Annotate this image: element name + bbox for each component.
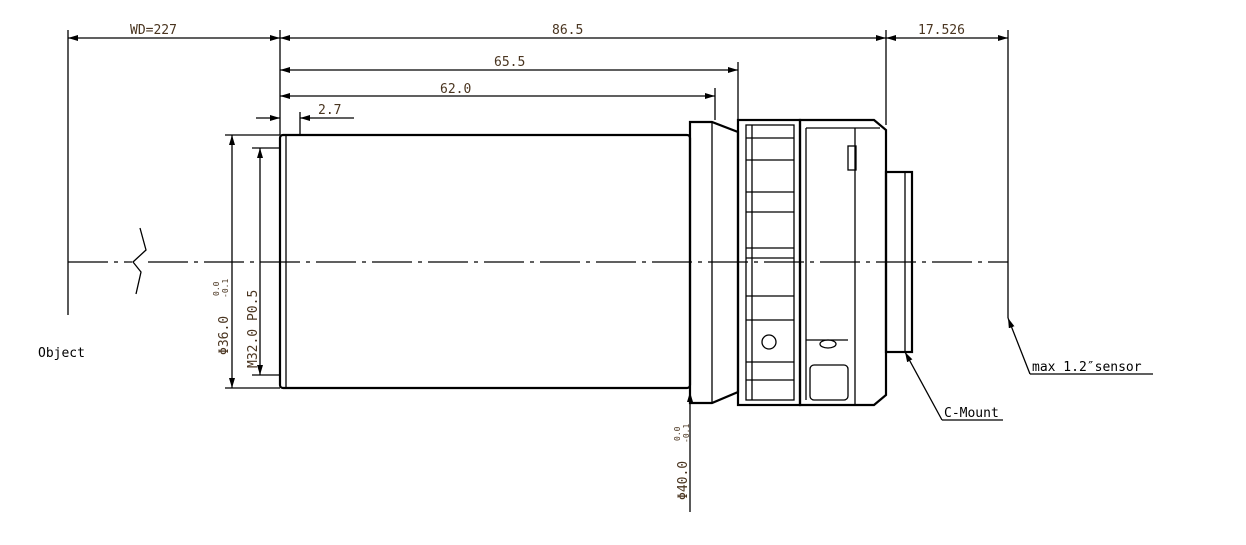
- total-length-label: 86.5: [552, 23, 583, 38]
- dia-36-tol-upper: 0.0: [212, 281, 221, 296]
- sensor-callout: max 1.2″sensor: [1007, 317, 1153, 375]
- dimension-62-0: 62.0: [280, 82, 715, 99]
- dia-40-tol-upper: 0.0: [673, 426, 682, 441]
- break-symbol: [132, 227, 147, 295]
- dia-36-tol-lower: -0.1: [221, 279, 230, 298]
- object-label: Object: [38, 346, 85, 361]
- dimension-2-7: 2.7: [256, 103, 354, 121]
- dimension-wd: WD=227: [68, 23, 280, 41]
- c-mount-callout: C-Mount: [904, 351, 1003, 421]
- dimension-dia-40: Φ40.0 0.0 -0.1: [673, 392, 693, 512]
- dia-36-label: Φ36.0: [217, 316, 232, 355]
- extension-lines: [67, 30, 1009, 318]
- c-mount-label: C-Mount: [944, 406, 999, 421]
- back-focal-label: 17.526: [918, 23, 965, 38]
- optical-axis: [68, 227, 1008, 295]
- length-62-label: 62.0: [440, 82, 471, 97]
- thread-label: M32.0 P0.5: [246, 290, 261, 368]
- sensor-label: max 1.2″sensor: [1032, 360, 1142, 375]
- offset-label: 2.7: [318, 103, 341, 118]
- dimension-thread: M32.0 P0.5: [246, 147, 280, 376]
- dimension-dia-36: Φ36.0 0.0 -0.1: [212, 134, 280, 389]
- wd-label: WD=227: [130, 23, 177, 38]
- dimension-back-focal: 17.526: [886, 23, 1008, 41]
- c-mount-thread: [884, 170, 914, 354]
- dia-40-tol-lower: -0.1: [682, 424, 691, 443]
- lens-body: [278, 118, 914, 407]
- dimension-total-length: 86.5: [280, 23, 886, 41]
- dimension-65-5: 65.5: [280, 55, 738, 73]
- screw-hole: [761, 334, 777, 350]
- length-65-label: 65.5: [494, 55, 525, 70]
- dia-40-label: Φ40.0: [676, 461, 691, 500]
